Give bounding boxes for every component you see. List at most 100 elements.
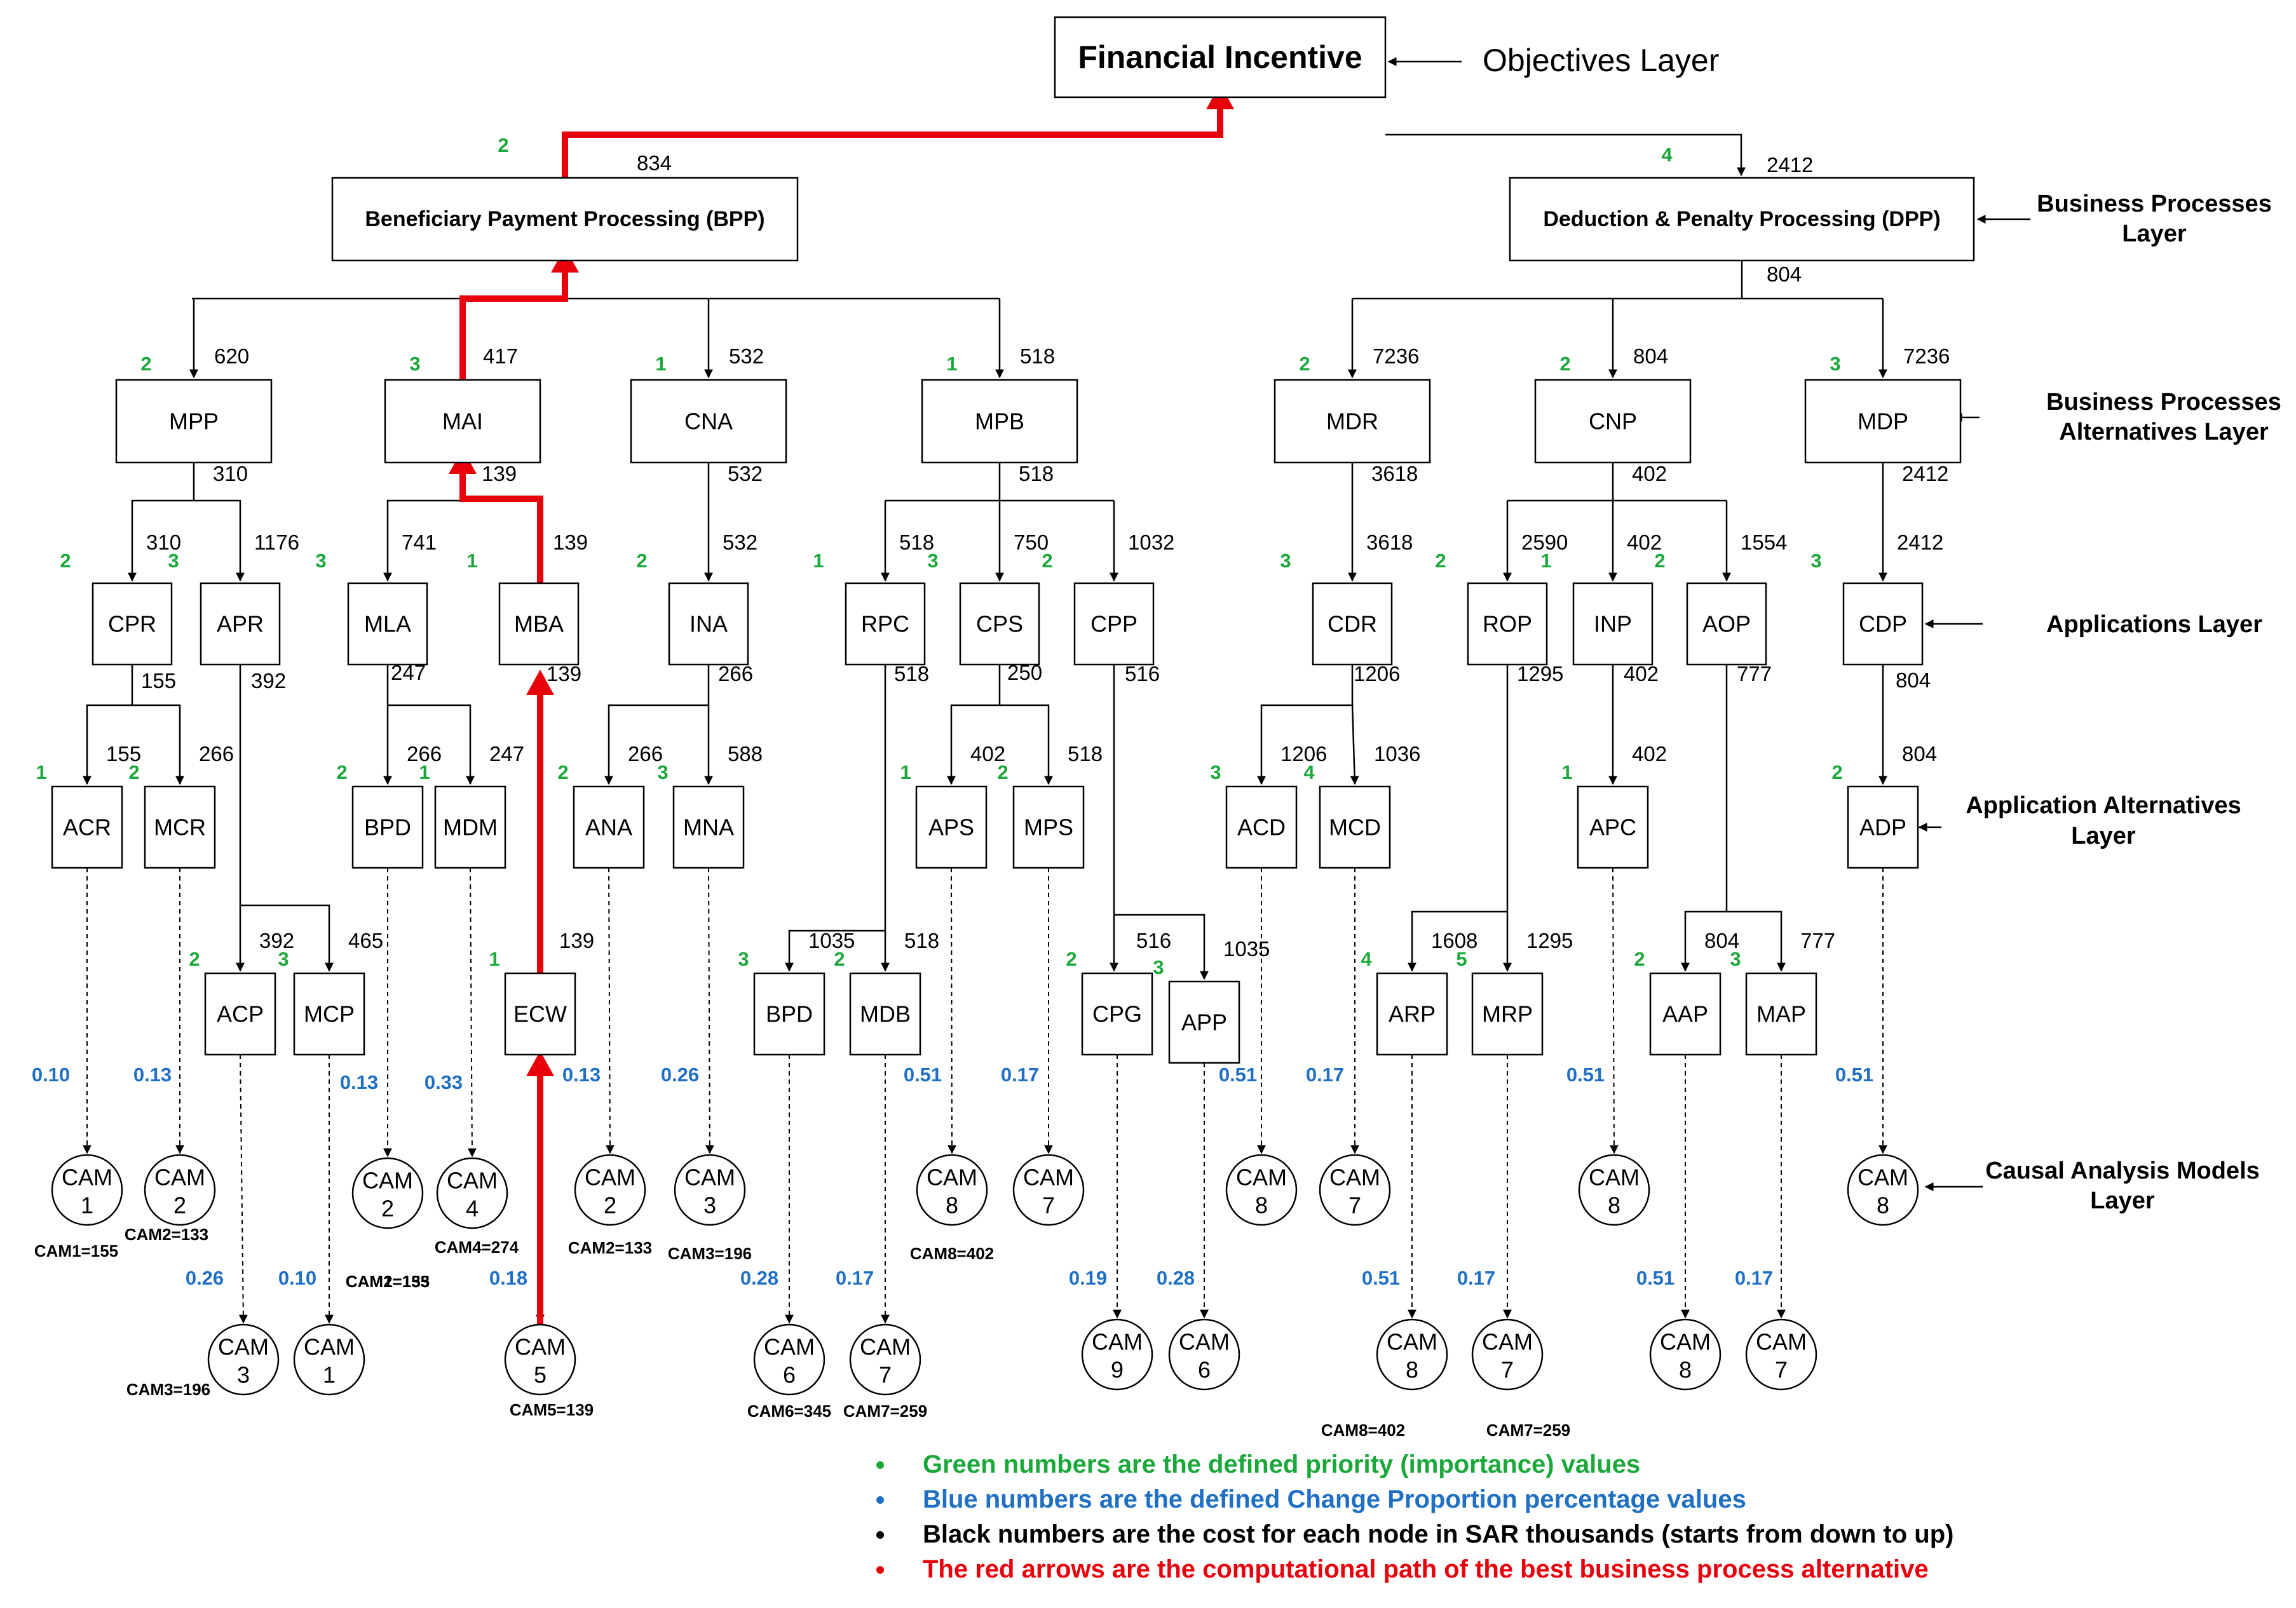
appalt-adp-22-label: ADP [1859,814,1906,841]
cam-node-17-circle [1376,1318,1448,1391]
appalt-arp-17-box [1376,972,1448,1056]
appalt-mdb-10: MDB [849,972,921,1056]
appalt-bpd-4-box [351,785,424,869]
change-proportion-value: 0.28 [740,1267,778,1289]
change-proportion-value: 0.17 [1001,1064,1039,1086]
cam-node-6-label: CAM [515,1334,566,1360]
cam-node-9-number: 6 [783,1362,796,1388]
alt-cnp-label: CNP [1589,409,1637,435]
cost-value: 532 [728,462,763,485]
app-to-alt-8 [785,665,886,972]
appalt-acd-15: ACD [1225,785,1298,869]
best-path-arrowhead-1 [526,670,554,695]
cam-node-8-label: CAM [684,1165,735,1191]
change-proportion-value: 0.18 [489,1267,527,1289]
appalt-bpd-9-box [753,972,825,1056]
cost-value: 266 [199,742,234,766]
cost-value: 392 [251,669,286,693]
cam-node-19: CAM8 [1578,1154,1650,1226]
change-proportion-value: 0.17 [836,1267,874,1289]
priority-value: 4 [1303,761,1315,783]
cost-value: 402 [1627,530,1662,554]
mpp-to-cpr [128,463,195,582]
cam-node-8: CAM3 [674,1154,746,1226]
app-aop: AOP [1686,582,1767,666]
cost-value: 588 [728,742,763,766]
cam-node-0-circle [51,1154,123,1226]
priority-value: 3 [657,761,668,783]
cost-value: 518 [1020,344,1055,368]
priority-value: 4 [1661,144,1673,166]
priority-value: 2 [834,948,845,970]
cost-value: 3618 [1371,462,1418,485]
cam-node-7-number: 2 [604,1192,616,1219]
priority-value: 3 [315,550,326,572]
legend-item: Green numbers are the defined priority (… [923,1450,1640,1478]
app-rop-box [1467,582,1548,666]
cost-value: 804 [1633,344,1668,368]
cam-node-22-number: 8 [1877,1192,1889,1219]
app-to-alt-16 [1408,665,1509,972]
priority-value: 1 [946,353,957,375]
priority-value: 3 [168,550,179,572]
appalt-ecw-6: ECW [504,972,576,1056]
appalt-mcr-1: MCR [144,785,216,869]
app-cps: CPS [959,582,1040,666]
app-to-alt-15 [1350,705,1359,785]
best-path-segment-3 [459,267,568,380]
cam-node-20-number: 8 [1679,1357,1692,1383]
cam-node-12: CAM7 [1012,1154,1085,1226]
cost-value: 1035 [1223,937,1270,961]
cost-value: 620 [214,344,249,368]
appalt-ana-7-label: ANA [585,814,632,841]
cam-node-20: CAM8 [1649,1318,1722,1391]
legend: Green numbers are the defined priority (… [876,1450,1953,1583]
cost-value: 266 [407,742,442,766]
layer-bpa-line1: Business Processes [2046,389,2281,416]
appalt-cpg-13-label: CPG [1092,1001,1142,1027]
appalt-mdm-5: MDM [434,785,506,869]
cost-value: 1176 [254,530,299,554]
legend-bullet [876,1566,884,1574]
cam-node-12-label: CAM [1023,1165,1074,1191]
cost-value: 1608 [1431,929,1477,952]
legend-item: Blue numbers are the defined Change Prop… [923,1485,1746,1513]
appalt-mcp-3-label: MCP [304,1001,355,1027]
cost-value: 7236 [1903,344,1950,368]
appalt-ana-7-box [573,785,645,869]
cam-total: CAM7=259 [1486,1421,1570,1440]
appalt-bpd-9: BPD [753,972,825,1056]
cost-value: 1206 [1280,742,1327,766]
cam-node-16: CAM7 [1319,1154,1391,1226]
alt-mpb: MPB [921,379,1078,464]
cost-value: 516 [1136,929,1171,952]
cam-node-16-number: 7 [1348,1192,1361,1219]
appalt-map-21-label: MAP [1756,1001,1806,1027]
cam-total: CAM1=155 [346,1272,430,1291]
alt-to-cam-2 [238,1054,248,1324]
app-to-alt-1 [132,704,184,785]
cam-node-7-circle [574,1154,646,1226]
priority-value: 2 [1042,550,1052,572]
app-cdp-box [1842,582,1924,666]
cam-total: CAM8=402 [1321,1421,1405,1440]
cost-value: 7236 [1373,344,1419,368]
cam-node-22-circle [1847,1154,1919,1226]
cam-node-5-label: CAM [447,1168,498,1194]
cost-value: 1295 [1517,662,1563,686]
cam-node-12-circle [1012,1154,1085,1226]
cost-value: 2590 [1521,530,1568,554]
cost-value: 804 [1704,929,1739,952]
app-cps-label: CPS [976,611,1023,637]
appalt-mcr-1-box [144,785,216,869]
change-proportion-value: 0.26 [186,1267,224,1289]
cam-node-14: CAM6 [1168,1318,1240,1391]
alt-mdr: MDR [1274,379,1431,464]
cam-node-0: CAM1 [51,1154,123,1226]
alt-mpp: MPP [115,379,273,464]
priority-value: 1 [655,353,666,375]
priority-value: 2 [498,134,508,156]
process-bpp-label: Beneficiary Payment Processing (BPP) [365,207,764,231]
cost-value: 750 [1014,530,1049,554]
cost-value: 402 [1632,462,1667,485]
